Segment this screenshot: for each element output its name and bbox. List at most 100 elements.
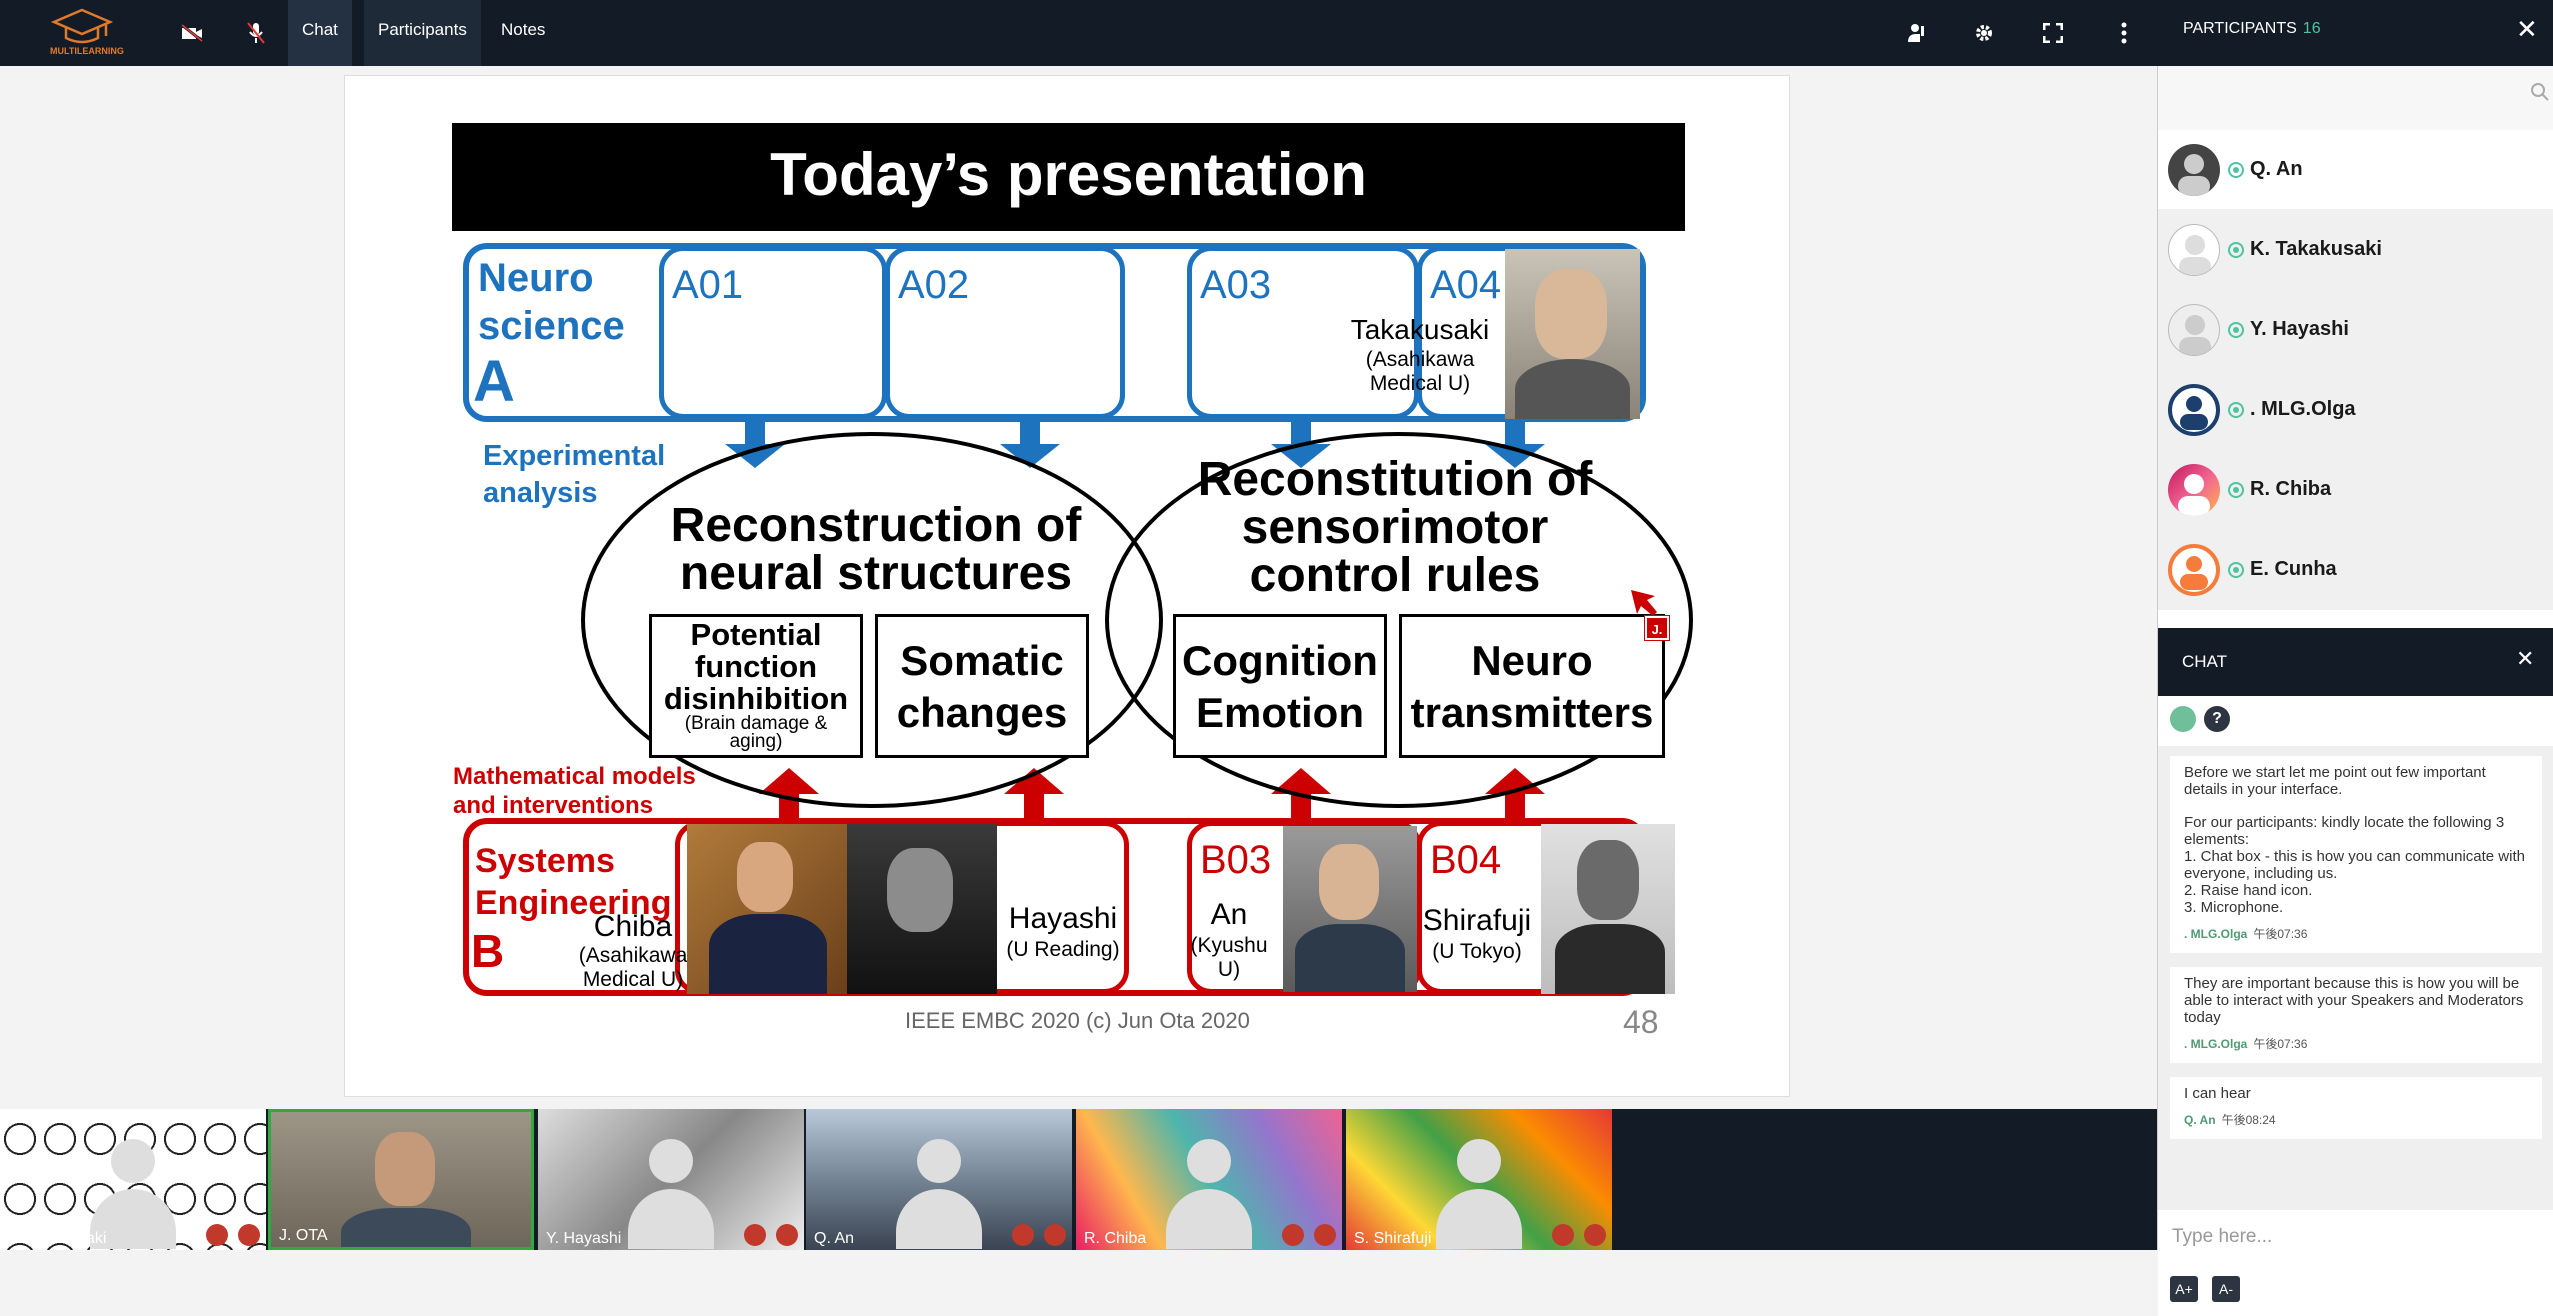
takakusaki-affiliation: (Asahikawa Medical U): [1345, 348, 1495, 396]
slide-footer: IEEE EMBC 2020 (c) Jun Ota 2020: [905, 1008, 1250, 1033]
microphone-off-icon[interactable]: [241, 18, 271, 48]
help-icon[interactable]: ?: [2204, 706, 2230, 732]
participant-row[interactable]: K. Takakusaki: [2158, 210, 2553, 290]
math-models-label: Mathematical models and interventions: [453, 762, 696, 820]
takakusaki-name: Takakusaki: [1350, 314, 1490, 345]
systems-letter: B: [471, 925, 505, 977]
settings-gear-icon[interactable]: [1969, 18, 1999, 48]
takakusaki-aff-line-1: (Asahikawa: [1365, 348, 1475, 371]
recon-line-2: neural structures: [679, 547, 1073, 600]
fullscreen-icon[interactable]: [2038, 18, 2068, 48]
neuro-label-line-1: Neuro: [478, 256, 594, 300]
avatar: [1424, 1131, 1534, 1250]
a03-box: A03: [1187, 246, 1419, 419]
chat-message-text: Before we start let me point out few imp…: [2184, 764, 2486, 798]
tab-notes[interactable]: Notes: [501, 20, 546, 39]
video-strip: K. Takakusaki J. OTA Y. Hayashi Q. An R.…: [0, 1109, 2157, 1250]
avatar: [2168, 383, 2220, 436]
b04-code: B04: [1430, 838, 1502, 882]
participant-row[interactable]: . MLG.Olga: [2158, 370, 2553, 450]
search-icon[interactable]: [2530, 82, 2550, 102]
chat-footer: A+ A-: [2158, 1264, 2553, 1316]
a02-code: A02: [898, 263, 970, 307]
potential-line-3: disinhibition: [663, 681, 849, 716]
app-logo: MULTILEARNING: [50, 6, 124, 60]
chat-message-text: 3. Microphone.: [2184, 899, 2284, 916]
close-chat-icon[interactable]: ✕: [2516, 646, 2535, 671]
chat-message: Before we start let me point out few imp…: [2170, 756, 2542, 953]
a01-code: A01: [672, 263, 744, 307]
a04-code: A04: [1430, 263, 1502, 307]
a01-box: A01: [659, 246, 887, 419]
video-tile[interactable]: Y. Hayashi: [538, 1109, 804, 1250]
hayashi-affiliation: (U Reading): [1006, 938, 1120, 961]
an-photo: [1283, 826, 1417, 992]
camera-off-icon[interactable]: [177, 18, 207, 48]
systems-line-2: Engineering: [475, 884, 672, 922]
presenter-pointer-icon: [1627, 586, 1661, 620]
takakusaki-photo: [1505, 249, 1640, 419]
tab-chat[interactable]: Chat: [288, 0, 352, 66]
shirafuji-affiliation: (U Tokyo): [1432, 940, 1522, 963]
chat-status-icon[interactable]: [2170, 706, 2196, 732]
participant-name: K. Takakusaki: [2250, 238, 2382, 260]
reconst-line-1: Reconstitution of: [1197, 453, 1593, 506]
chat-sender: . MLG.Olga: [2184, 927, 2248, 941]
microphone-off-icon: [1314, 1224, 1336, 1246]
chat-message: They are important because this is how y…: [2170, 967, 2542, 1063]
hayashi-photo: [847, 824, 997, 994]
participants-sidebar: Q. An K. Takakusaki Y. Hayashi . MLG.Olg…: [2157, 66, 2553, 1316]
chat-message-text: They are important because this is how y…: [2184, 975, 2524, 1026]
video-tile-active-speaker[interactable]: J. OTA: [268, 1109, 534, 1250]
an-name: An: [1210, 898, 1248, 931]
video-tile[interactable]: Q. An: [806, 1109, 1072, 1250]
font-increase-button[interactable]: A+: [2170, 1276, 2198, 1302]
chat-sender: Q. An: [2184, 1113, 2216, 1127]
participant-row[interactable]: E. Cunha: [2158, 530, 2553, 610]
chat-time: 午後07:36: [2253, 1037, 2308, 1051]
an-affiliation: (Kyushu U): [1185, 934, 1273, 982]
avatar: [2168, 223, 2220, 276]
camera-off-icon: [1552, 1224, 1574, 1246]
more-menu-icon[interactable]: [2109, 18, 2139, 48]
a04-box: A04: [1417, 246, 1643, 419]
video-tile-name: S. Shirafuji: [1354, 1230, 1432, 1247]
potential-line-4: (Brain damage &: [684, 713, 828, 734]
avatar: [884, 1131, 994, 1250]
participant-name: . MLG.Olga: [2250, 398, 2356, 420]
chat-message-text: 1. Chat box - this is how you can commun…: [2184, 848, 2525, 882]
chat-input[interactable]: Type here...: [2158, 1210, 2553, 1264]
somatic-changes-box: Somatic changes: [875, 614, 1089, 758]
chat-message-meta: . MLG.Olga 午後07:36: [2184, 926, 2530, 943]
online-status-icon: [2228, 321, 2244, 338]
chat-toolbar: ?: [2158, 696, 2553, 746]
video-tile[interactable]: S. Shirafuji: [1346, 1109, 1612, 1250]
chat-message-text: 2. Raise hand icon.: [2184, 882, 2313, 899]
font-decrease-button[interactable]: A-: [2212, 1276, 2240, 1302]
participant-name: Y. Hayashi: [2250, 318, 2349, 340]
hayashi-name: Hayashi: [1008, 902, 1118, 935]
shirafuji-name: Shirafuji: [1422, 904, 1532, 937]
video-tile[interactable]: K. Takakusaki: [0, 1109, 266, 1250]
close-participants-icon[interactable]: ✕: [2516, 14, 2538, 44]
participant-row[interactable]: R. Chiba: [2158, 450, 2553, 530]
sensorimotor-ellipse: [1105, 432, 1693, 808]
potential-line-2: function: [694, 649, 818, 684]
chat-time: 午後07:36: [2253, 927, 2308, 941]
avatar: [78, 1131, 188, 1250]
participant-row[interactable]: Y. Hayashi: [2158, 290, 2553, 370]
potential-line-5: aging): [729, 731, 783, 752]
reconstitution-heading: Reconstitution of sensorimotor control r…: [1145, 456, 1645, 600]
participants-search[interactable]: [2158, 66, 2553, 130]
video-tile[interactable]: R. Chiba: [1076, 1109, 1342, 1250]
chat-header: CHAT ✕: [2158, 628, 2553, 696]
participant-row[interactable]: Q. An: [2158, 130, 2553, 210]
tab-participants[interactable]: Participants: [364, 0, 481, 66]
video-tile-name: R. Chiba: [1084, 1230, 1147, 1247]
raise-hand-icon[interactable]: [1902, 18, 1932, 48]
chat-messages: Before we start let me point out few imp…: [2158, 746, 2553, 1210]
avatar: [2168, 143, 2220, 196]
participants-title-text: PARTICIPANTS: [2183, 20, 2297, 37]
